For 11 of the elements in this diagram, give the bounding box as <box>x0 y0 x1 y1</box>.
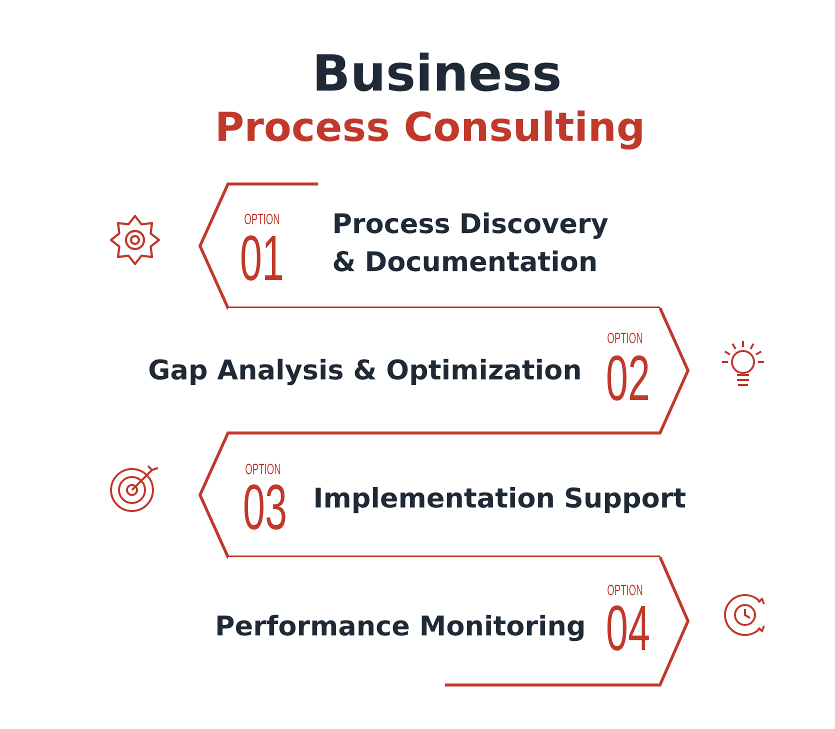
node-label: 02 <box>607 355 648 401</box>
node-label: OPTION <box>608 332 642 344</box>
option-banner: OPTION 01 Process Discovery & Documentation <box>198 182 660 310</box>
option-banner: Gap Analysis & Optimization OPTION 02 <box>149 307 690 434</box>
option-banner: Performance Monitoring OPTION 04 <box>218 556 690 686</box>
node-label: OPTION <box>608 584 642 596</box>
node-label: Gap Analysis & Optimization <box>149 358 580 386</box>
node-label: Performance Monitoring <box>217 614 584 642</box>
node-label: 04 <box>607 605 649 651</box>
option-banner: OPTION 03 Implementation Support <box>198 432 686 558</box>
title: Business <box>316 52 560 92</box>
